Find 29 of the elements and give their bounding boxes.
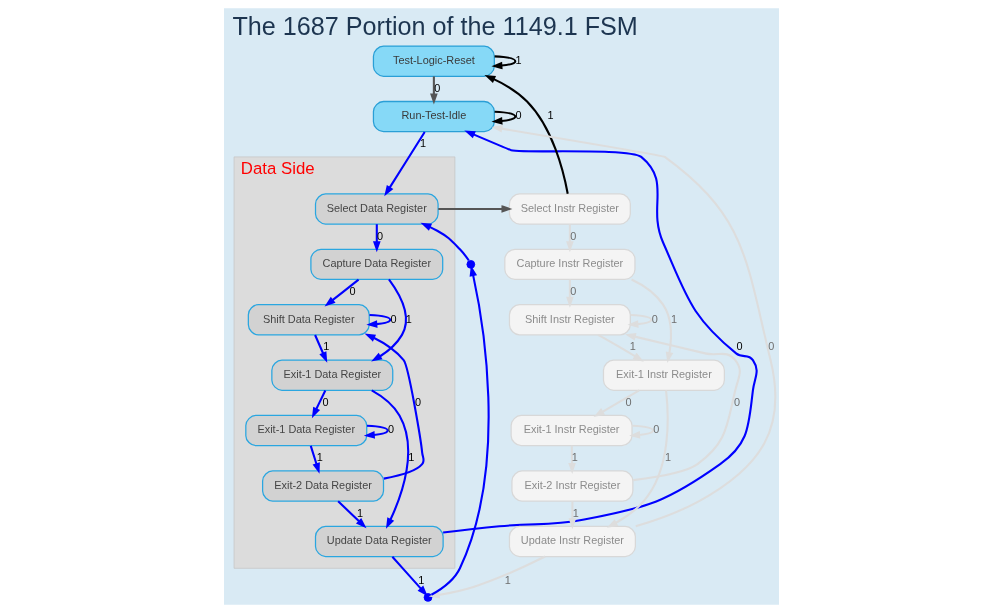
edge-label: 1 [356,506,364,519]
edge-label: 1 [547,109,554,122]
edge-label: 0 [570,284,577,297]
edge-label: 1 [572,506,579,519]
edge-label: 0 [322,395,329,408]
edge-label: 0 [515,109,522,122]
edge-label: 1 [323,340,330,353]
edge-label: 1 [418,573,425,586]
edge-label: 1 [670,312,678,325]
edge-label: 1 [629,340,636,353]
edge-label: 1 [515,54,522,67]
edge-label: 0 [390,312,397,325]
edge-label: 0 [414,395,421,408]
edge-label: 1 [571,451,578,464]
diagram-title: The 1687 Portion of the 1149.1 FSM [232,12,638,41]
edge-label: 0 [768,340,775,353]
edge-label: 1 [419,137,427,150]
edge-label: 0 [653,423,660,436]
edge-label: 1 [504,573,511,586]
edge-label: 0 [388,423,395,436]
edge-label: 0 [625,395,632,408]
edge-label: 1 [665,451,672,464]
edge-label: 0 [349,284,356,297]
edge-label: 0 [651,312,658,325]
edge-label: 0 [736,340,743,353]
edge-label: 0 [733,395,740,408]
edge-label: 1 [316,451,323,464]
edge-label: 1 [408,451,415,464]
edge-label: 0 [570,229,577,242]
